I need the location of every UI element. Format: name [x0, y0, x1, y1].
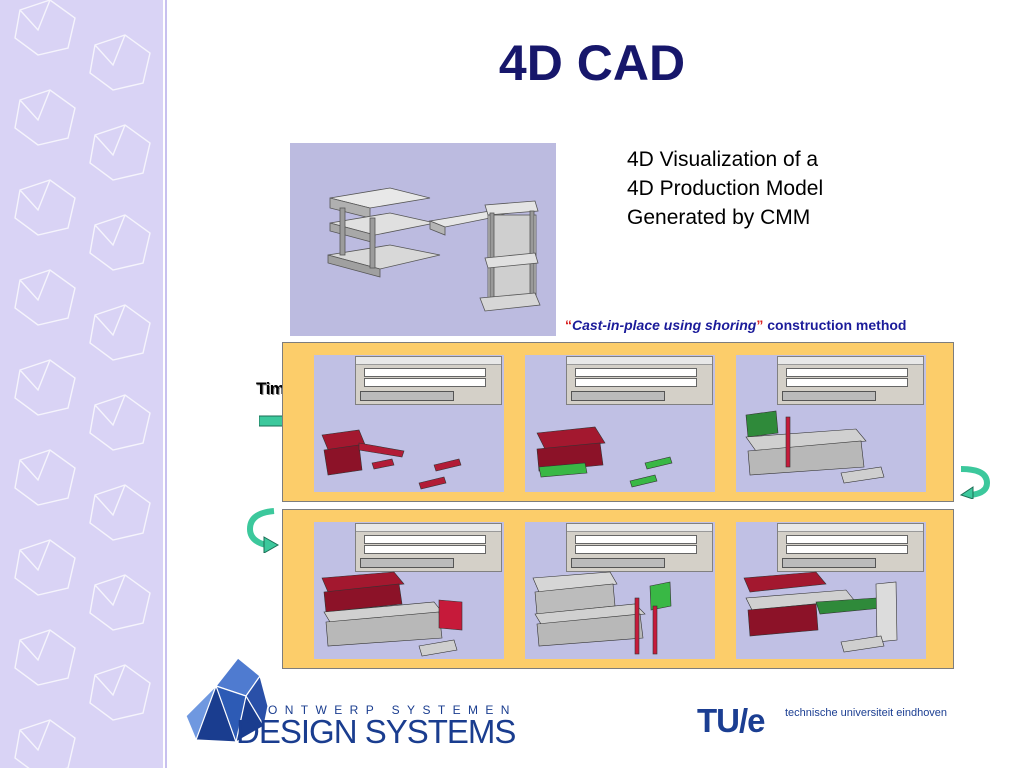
simulation-dialog	[566, 356, 713, 405]
simulation-dialog	[566, 523, 713, 572]
slide-title: 4D CAD	[498, 35, 686, 91]
model-snapshot	[745, 410, 885, 484]
sidebar-divider	[165, 0, 167, 768]
decorative-sidebar	[0, 0, 163, 773]
tue-logo-text: technische universiteit eindhoven	[785, 707, 948, 719]
simulation-frame-3	[736, 355, 926, 492]
caption-line-2: 4D Production Model	[627, 177, 824, 200]
sequence-panel-bottom	[282, 509, 954, 669]
simulation-dialog	[355, 523, 502, 572]
sidebar-pattern	[14, 0, 151, 773]
caption-line-1: 4D Visualization of a	[627, 148, 819, 171]
model-snapshot	[321, 571, 463, 657]
curved-left-arrow-icon	[246, 508, 280, 553]
simulation-dialog	[355, 356, 502, 405]
simulation-frame-6	[736, 522, 926, 659]
hero-3d-model-image	[290, 143, 556, 336]
method-suffix: construction method	[763, 317, 907, 333]
simulation-frame-1	[314, 355, 504, 492]
simulation-frame-2	[525, 355, 715, 492]
simulation-frame-4	[314, 522, 504, 659]
tue-logo: TU/e	[697, 702, 766, 739]
model-snapshot	[532, 571, 672, 655]
design-systems-logo-top-text: ONTWERP SYSTEMEN	[268, 703, 517, 717]
construction-method-note: “Cast-in-place using shoring” constructi…	[565, 317, 906, 333]
sequence-panel-top	[282, 342, 954, 502]
building-model-drawing	[327, 187, 541, 312]
model-snapshot	[321, 429, 462, 490]
model-snapshot	[743, 571, 898, 653]
simulation-frame-5	[525, 522, 715, 659]
simulation-dialog	[777, 523, 924, 572]
model-snapshot	[536, 426, 673, 488]
curved-down-arrow-icon	[959, 466, 991, 499]
close-quote: ”	[756, 317, 764, 333]
caption-line-3: Generated by CMM	[627, 206, 811, 229]
simulation-dialog	[777, 356, 924, 405]
method-name: Cast-in-place using shoring	[572, 317, 757, 333]
open-quote: “	[565, 317, 572, 333]
design-systems-logo-mark	[185, 657, 268, 744]
design-systems-logo-text: DESIGN SYSTEMS	[236, 713, 516, 750]
caption: 4D Visualization of a 4D Production Mode…	[627, 145, 823, 232]
